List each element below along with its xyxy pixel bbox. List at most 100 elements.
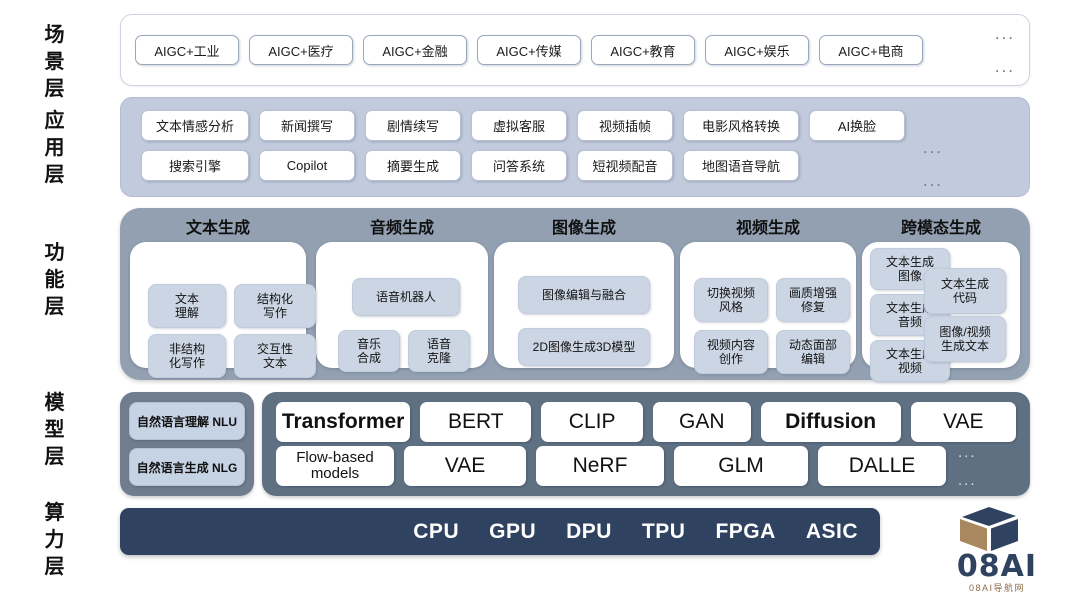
function-column-title: 文本生成 — [185, 220, 250, 237]
model-chip[interactable]: DALLE — [818, 446, 946, 486]
model-chip[interactable]: Diffusion — [760, 402, 901, 442]
application-chip[interactable]: Copilot — [259, 150, 355, 181]
function-column-panel: 语音机器人音乐合成语音克隆 — [316, 242, 488, 372]
model-chip[interactable]: NeRF — [536, 446, 664, 486]
function-chip[interactable]: 交互性文本 — [234, 334, 316, 378]
scene-chip[interactable]: AIGC+医疗 — [249, 35, 353, 65]
application-chip[interactable]: 摘要生成 — [365, 150, 461, 181]
application-chip[interactable]: 虚拟客服 — [471, 110, 567, 141]
scene-chip[interactable]: AIGC+电商 — [819, 35, 923, 65]
model-layer-language-container: 自然语言理解 NLU 自然语言生成 NLG — [120, 392, 254, 496]
layer-label-scene: 场景层 — [32, 22, 78, 102]
function-column-panel: 切换视频风格画质增强修复视频内容创作动态面部编辑 — [680, 242, 856, 374]
layer-label-char: 功 — [44, 242, 66, 264]
compute-chip[interactable]: ASIC — [805, 519, 858, 543]
layer-label-char: 层 — [44, 295, 66, 318]
language-model-list: 自然语言理解 NLU 自然语言生成 NLG — [129, 402, 245, 486]
function-chip[interactable]: 视频内容创作 — [694, 330, 768, 374]
scene-item-list: AIGC+工业 AIGC+医疗 AIGC+金融 AIGC+传媒 AIGC+教育 AIGC+… — [135, 15, 923, 85]
application-layer-container: 文本情感分析新闻撰写剧情续写虚拟客服视频插帧电影风格转换 AI换脸 搜索引擎 Cop… — [120, 97, 1030, 197]
layer-label-char: 场 — [44, 24, 66, 46]
compute-chip[interactable]: TPU — [641, 519, 686, 543]
function-chip[interactable]: 切换视频风格 — [694, 278, 768, 322]
model-chip[interactable]: GAN — [652, 402, 751, 442]
model-chip[interactable]: GLM — [674, 446, 808, 486]
function-column-5: 跨模态生成文本生成图像文本生成音频文本生成视频文本生成代码图像/视频生成文本 — [862, 208, 1020, 382]
layer-label-compute: 算力层 — [32, 500, 78, 580]
layer-label-char: 层 — [44, 555, 66, 578]
layer-label-function: 功能层 — [32, 240, 78, 320]
application-chip[interactable]: 电影风格转换 — [683, 110, 799, 141]
model-chip[interactable]: VAE — [404, 446, 526, 486]
scene-chip[interactable]: AIGC+娱乐 — [705, 35, 809, 65]
function-chip[interactable]: 图像编辑与融合 — [518, 276, 650, 314]
layer-label-char: 应 — [44, 110, 66, 132]
language-model-chip[interactable]: 自然语言生成 NLG — [129, 448, 245, 486]
function-layer-container: 文本生成文本理解结构化写作非结构化写作交互性文本音频生成语音机器人音乐合成语音克… — [120, 208, 1030, 382]
layer-label-char: 算 — [44, 502, 66, 524]
function-chip[interactable]: 动态面部编辑 — [776, 330, 850, 374]
function-chip[interactable]: 音乐合成 — [338, 330, 400, 372]
compute-chip[interactable]: FPGA — [715, 519, 776, 543]
function-column-title: 图像生成 — [551, 220, 616, 237]
function-chip[interactable]: 非结构化写作 — [148, 334, 226, 378]
scene-chip[interactable]: AIGC+工业 — [135, 35, 239, 65]
model-chip[interactable]: BERT — [420, 402, 532, 442]
model-chip[interactable]: CLIP — [541, 402, 643, 442]
layer-label-model: 模型层 — [32, 390, 78, 470]
function-chip[interactable]: 语音克隆 — [408, 330, 470, 372]
function-column-1: 文本生成文本理解结构化写作非结构化写作交互性文本 — [130, 208, 316, 380]
application-chip[interactable]: 剧情续写 — [365, 110, 461, 141]
scene-chip[interactable]: AIGC+金融 — [363, 35, 467, 65]
application-chip[interactable]: 文本情感分析 — [141, 110, 249, 141]
scene-chip[interactable]: AIGC+传媒 — [477, 35, 581, 65]
function-chip[interactable]: 语音机器人 — [352, 278, 460, 316]
compute-chip[interactable]: GPU — [489, 519, 537, 543]
cube-logo-icon — [960, 507, 1018, 551]
layer-label-application: 应用层 — [32, 108, 78, 188]
scene-ellipsis: ...... — [995, 15, 1015, 85]
layer-label-char: 景 — [44, 50, 66, 73]
compute-chip[interactable]: DPU — [566, 519, 612, 543]
function-column-title: 跨模态生成 — [900, 220, 981, 237]
application-ellipsis-dots: ... — [922, 171, 943, 190]
function-chip[interactable]: 结构化写作 — [234, 284, 316, 328]
layer-label-char: 能 — [44, 268, 66, 291]
layer-label-char: 层 — [44, 77, 66, 100]
application-item-grid: 文本情感分析新闻撰写剧情续写虚拟客服视频插帧电影风格转换 AI换脸 搜索引擎 Cop… — [141, 110, 905, 181]
application-row-1: 文本情感分析新闻撰写剧情续写虚拟客服视频插帧电影风格转换 AI换脸 — [141, 110, 905, 141]
scene-chip[interactable]: AIGC+教育 — [591, 35, 695, 65]
application-chip[interactable]: 地图语音导航 — [683, 150, 799, 181]
application-ellipsis: ...... — [923, 138, 943, 190]
layer-label-char: 力 — [44, 528, 66, 551]
model-chip[interactable]: Transformer — [276, 402, 411, 442]
language-model-chip[interactable]: 自然语言理解 NLU — [129, 402, 245, 440]
application-chip[interactable]: 新闻撰写 — [259, 110, 355, 141]
scene-ellipsis-dots: ... — [994, 57, 1015, 76]
function-chip[interactable]: 2D图像生成3D模型 — [518, 328, 650, 366]
compute-layer-container: CPU GPU DPU TPU FPGA ASIC — [120, 508, 880, 555]
layer-label-char: 层 — [44, 445, 66, 468]
scene-layer-container: AIGC+工业 AIGC+医疗 AIGC+金融 AIGC+传媒 AIGC+教育 AIGC+… — [120, 14, 1030, 86]
model-chip[interactable]: VAE — [910, 402, 1017, 442]
function-column-2: 音频生成语音机器人音乐合成语音克隆 — [316, 208, 488, 380]
application-chip[interactable]: 搜索引擎 — [141, 150, 249, 181]
logo: 08AI 08AI导航网 — [936, 505, 1058, 597]
function-column-3: 图像生成图像编辑与融合 2D图像生成3D模型 — [494, 208, 674, 380]
function-chip[interactable]: 图像/视频生成文本 — [924, 316, 1006, 362]
application-chip[interactable]: 视频插帧 — [577, 110, 673, 141]
application-chip[interactable]: AI换脸 — [809, 110, 905, 141]
function-chip[interactable]: 文本生成代码 — [924, 268, 1006, 314]
compute-chip[interactable]: CPU — [413, 519, 460, 543]
logo-wordmark: 08AI — [956, 549, 1038, 584]
function-column-title: 音频生成 — [369, 220, 434, 237]
application-chip[interactable]: 短视频配音 — [577, 150, 673, 181]
model-ellipsis: ...... — [958, 445, 977, 488]
application-chip[interactable]: 问答系统 — [471, 150, 567, 181]
function-chip[interactable]: 文本理解 — [148, 284, 226, 328]
layer-label-char: 层 — [44, 163, 66, 186]
function-chip[interactable]: 画质增强修复 — [776, 278, 850, 322]
